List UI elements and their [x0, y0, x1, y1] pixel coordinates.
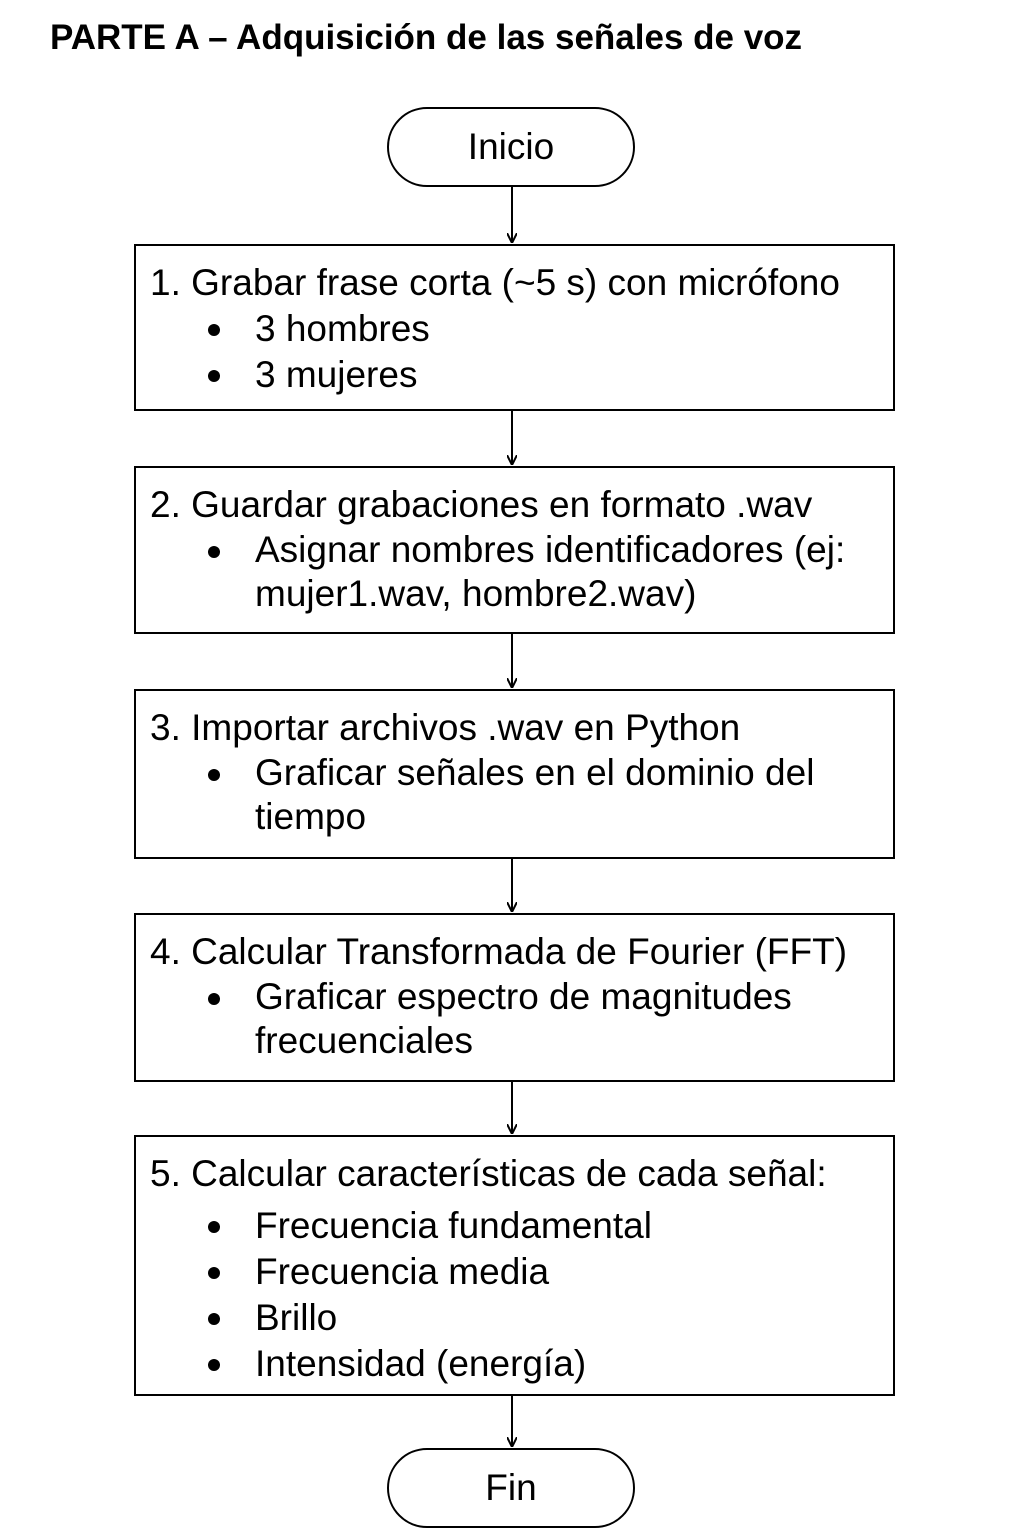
- diagram-title: PARTE A – Adquisición de las señales de …: [50, 18, 803, 57]
- list-item: Graficar espectro de magnitudes frecuenc…: [150, 975, 893, 1063]
- step-3-title: 3. Importar archivos .wav en Python: [150, 707, 741, 748]
- bullet-icon: [208, 370, 220, 382]
- step-2-box: 2. Guardar grabaciones en formato .wav A…: [134, 466, 895, 634]
- step-5-bullets: Frecuencia fundamental Frecuencia media …: [150, 1203, 893, 1387]
- list-item: Brillo: [150, 1295, 893, 1341]
- step-2-title: 2. Guardar grabaciones en formato .wav: [150, 484, 813, 525]
- bullet-icon: [208, 769, 220, 781]
- step-2-bullets: Asignar nombres identificadores (ej: muj…: [150, 528, 893, 616]
- list-item: Graficar señales en el dominio del tiemp…: [150, 751, 893, 839]
- list-item: Frecuencia media: [150, 1249, 893, 1295]
- list-item: 3 mujeres: [150, 352, 893, 398]
- step-1-bullets: 3 hombres 3 mujeres: [150, 306, 893, 398]
- list-item: Intensidad (energía): [150, 1341, 893, 1387]
- step-1-box: 1. Grabar frase corta (~5 s) con micrófo…: [134, 244, 895, 411]
- start-terminal: Inicio: [387, 107, 635, 187]
- list-item: Frecuencia fundamental: [150, 1203, 893, 1249]
- bullet-icon: [208, 546, 220, 558]
- end-label: Fin: [485, 1467, 537, 1508]
- step-3-box: 3. Importar archivos .wav en Python Graf…: [134, 689, 895, 859]
- bullet-icon: [208, 993, 220, 1005]
- end-terminal: Fin: [387, 1448, 635, 1528]
- bullet-icon: [208, 324, 220, 336]
- list-item: Asignar nombres identificadores (ej: muj…: [150, 528, 893, 616]
- step-3-bullets: Graficar señales en el dominio del tiemp…: [150, 751, 893, 839]
- step-4-bullets: Graficar espectro de magnitudes frecuenc…: [150, 975, 893, 1063]
- step-4-title: 4. Calcular Transformada de Fourier (FFT…: [150, 931, 848, 972]
- start-label: Inicio: [467, 126, 555, 167]
- step-5-box: 5. Calcular características de cada seña…: [134, 1135, 895, 1396]
- step-1-title: 1. Grabar frase corta (~5 s) con micrófo…: [150, 262, 840, 303]
- step-4-box: 4. Calcular Transformada de Fourier (FFT…: [134, 913, 895, 1082]
- list-item: 3 hombres: [150, 306, 893, 352]
- bullet-icon: [208, 1267, 220, 1279]
- bullet-icon: [208, 1221, 220, 1233]
- step-5-title: 5. Calcular características de cada seña…: [150, 1153, 827, 1194]
- bullet-icon: [208, 1359, 220, 1371]
- bullet-icon: [208, 1313, 220, 1325]
